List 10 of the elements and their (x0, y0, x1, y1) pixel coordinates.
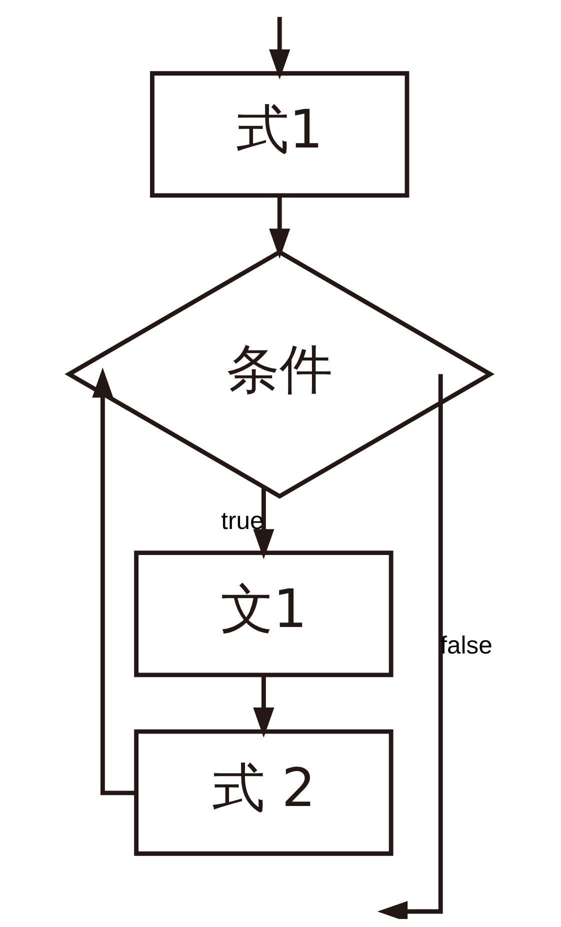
arrow (269, 16, 290, 80)
arrow (269, 196, 290, 259)
arrow (377, 374, 443, 919)
node-box: 文1 (134, 550, 394, 678)
arrow (253, 675, 274, 738)
node-box: 式 2 (134, 729, 394, 856)
arrow (92, 367, 136, 796)
node-box: 式1 (150, 71, 410, 198)
arrow (253, 487, 274, 560)
node-diamond: 条件 (64, 250, 495, 499)
